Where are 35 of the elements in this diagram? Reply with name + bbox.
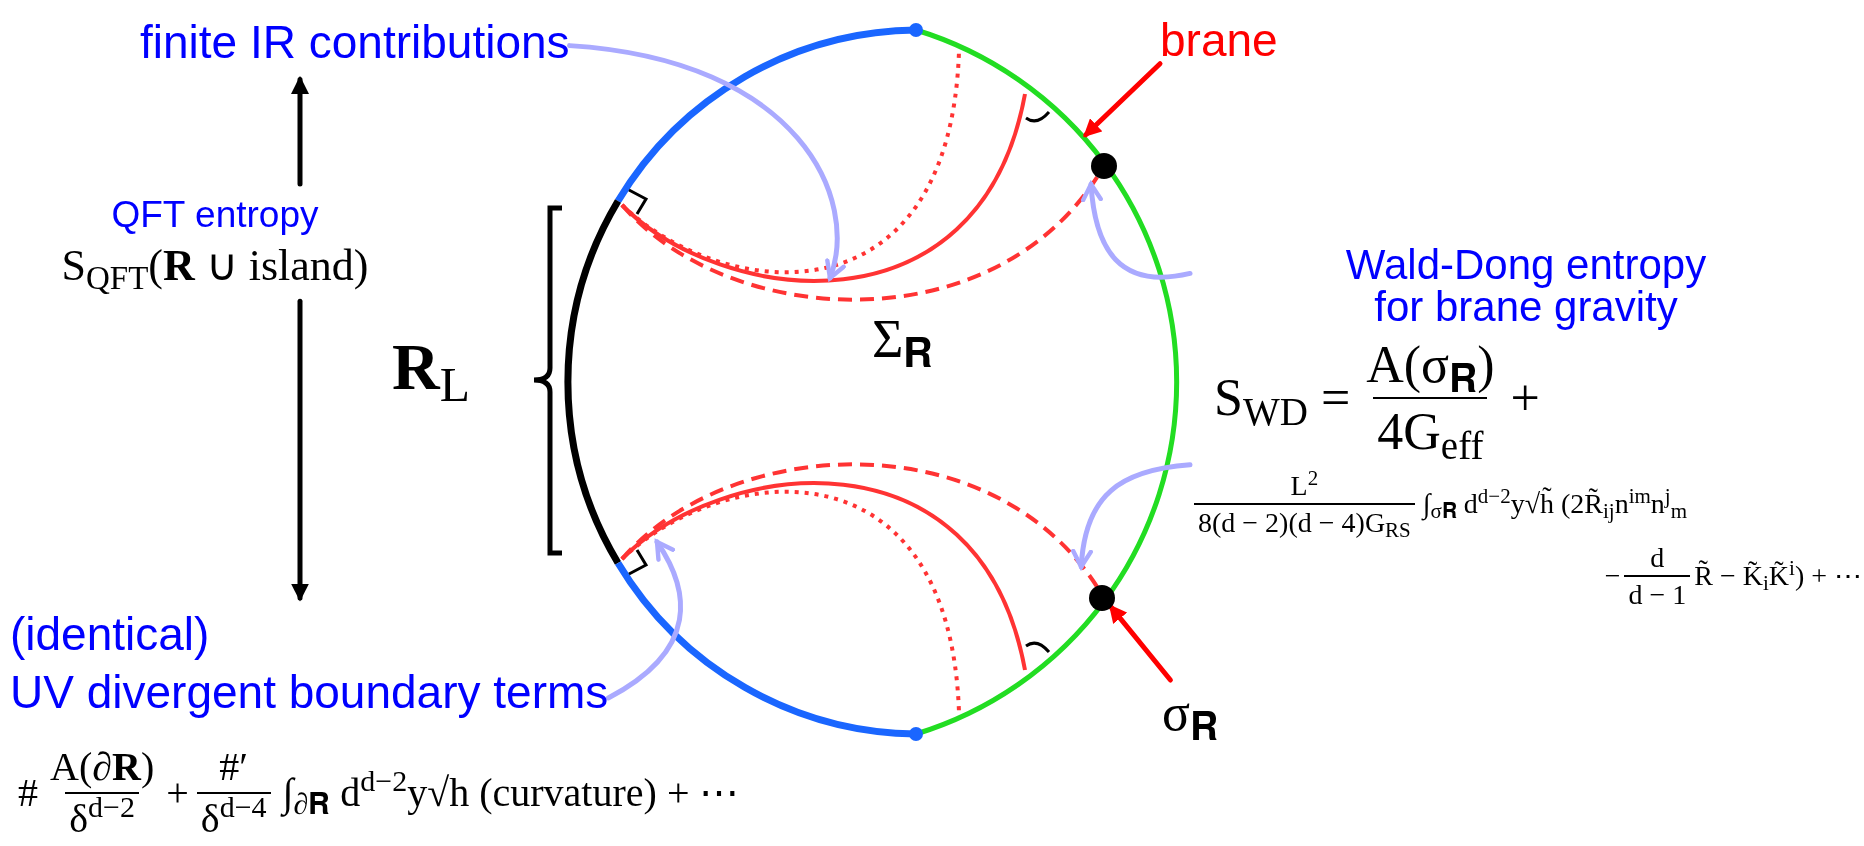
- fraction-denominator: δ$^{d−4}$: [196, 792, 271, 844]
- entropy-formula: S$_{QFT}$(R ∪ island): [61, 240, 369, 294]
- formula-term: S$_{WD}$ =: [1214, 368, 1351, 435]
- leader-arrow: [567, 43, 845, 281]
- formula-term: −: [1604, 559, 1621, 593]
- fraction-numerator: L$^{2}$: [1289, 468, 1320, 503]
- point-label: σ$_{𝐑}$: [1162, 680, 1219, 745]
- leader-arrow: [1071, 462, 1193, 570]
- formula-term: ∫$_{∂𝐑}$ d$^{d−2}$y√h (curvature) + ⋯: [282, 763, 740, 822]
- formula-term: +: [166, 769, 189, 817]
- arrow: [1108, 604, 1173, 683]
- leader-arrow: [605, 539, 684, 701]
- formula-term: R̃ − K̃$_{i}$K̃$^{i}$) + ⋯: [1694, 555, 1862, 597]
- fraction-denominator: 8(d − 2)(d − 4)G$_{RS}$: [1194, 503, 1415, 540]
- arrow: [291, 298, 309, 602]
- annotation-text: QFT entropy: [111, 193, 319, 237]
- leader-arrow: [1081, 181, 1193, 280]
- annotation-text: finite IR contributions: [140, 14, 570, 72]
- annotation-text: brane: [1160, 12, 1278, 70]
- fraction-denominator: d − 1: [1624, 575, 1691, 612]
- annotation-text: UV divergent boundary terms: [10, 664, 609, 720]
- fraction-numerator: #′: [218, 743, 250, 791]
- fraction-denominator: 4G$_{eff}$: [1373, 397, 1488, 464]
- arrow: [291, 75, 309, 187]
- annotation-text: Wald-Dong entropy for brane gravity: [1344, 244, 1708, 328]
- formula-term: #: [18, 769, 38, 817]
- arrow: [1083, 61, 1163, 138]
- region-label: R$_{L}$: [392, 329, 470, 409]
- fraction-numerator: d: [1649, 541, 1666, 575]
- fraction-numerator: A(∂R): [49, 743, 156, 791]
- fraction-denominator: δ$^{d−2}$: [65, 792, 139, 844]
- formula-term: +: [1510, 368, 1540, 428]
- annotation-text: (identical): [10, 607, 210, 662]
- fraction-numerator: A(σ$_{𝐑}$): [1365, 335, 1496, 397]
- surface-label: Σ$_{𝐑}$: [872, 308, 934, 374]
